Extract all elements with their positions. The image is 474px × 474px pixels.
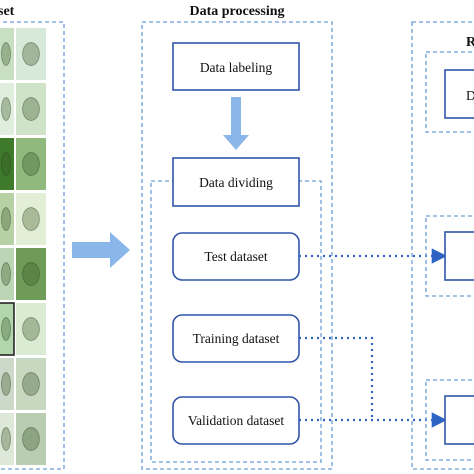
data-labeling-box	[172, 42, 300, 91]
image-circular-cell-organism	[1, 42, 11, 66]
right-panel	[411, 21, 474, 470]
image-tailed-cell-organism	[1, 317, 11, 341]
right-bottom-panel	[425, 379, 474, 461]
image-oval-cell	[0, 358, 14, 410]
right-panel-header: R	[466, 35, 474, 50]
thumbnail-grid	[0, 28, 46, 465]
image-copepod	[16, 413, 46, 465]
training-dataset-label: Training dataset	[193, 331, 280, 346]
training-dataset-connector	[299, 336, 374, 420]
image-leaf-cell-organism	[22, 97, 40, 121]
image-green-chain-organism	[1, 152, 11, 176]
image-circular-cell	[0, 28, 14, 80]
data-dividing-label: Data dividing	[199, 175, 273, 190]
image-leaf-cell	[16, 83, 46, 135]
validation-dataset-label: Validation dataset	[188, 413, 285, 428]
image-stalked-cell	[16, 303, 46, 355]
image-oval-cell-organism	[1, 372, 11, 396]
image-clustered-cells-organism	[22, 152, 40, 176]
processing-panel	[141, 21, 333, 470]
dataset-panel	[0, 21, 65, 470]
image-dense-cell	[16, 248, 46, 300]
image-drop-cell-organism	[1, 427, 11, 451]
image-spiny-cell	[16, 193, 46, 245]
image-round-cell-organism	[22, 42, 40, 66]
right-middle-box	[444, 231, 474, 281]
data-dividing-box	[172, 157, 300, 207]
image-tailed-cell	[0, 303, 14, 355]
image-dark-cell-organism	[1, 207, 11, 231]
highlighted-thumbnail-border	[0, 302, 15, 356]
image-elongated-cell-organism	[1, 97, 11, 121]
image-ring-cells	[16, 358, 46, 410]
image-ring-cells-organism	[22, 372, 40, 396]
image-dense-cell-organism	[22, 262, 40, 286]
right-top-box	[444, 69, 474, 119]
image-green-chain	[0, 138, 14, 190]
data-labeling-label: Data labeling	[200, 60, 273, 75]
dataset-to-processing-arrow	[72, 232, 130, 268]
image-spherical-cell-organism	[1, 262, 11, 286]
image-stalked-cell-organism	[22, 317, 40, 341]
right-middle-panel	[425, 215, 474, 297]
right-top-box-label: D	[466, 88, 474, 103]
processing-panel-header: Data processing	[189, 4, 284, 19]
test-dataset-label: Test dataset	[204, 249, 267, 264]
image-spiny-cell-organism	[22, 207, 40, 231]
right-bottom-box	[444, 395, 474, 445]
image-drop-cell	[0, 413, 14, 465]
image-round-cell	[16, 28, 46, 80]
labeling-to-dividing-arrow	[223, 97, 249, 150]
image-elongated-cell	[0, 83, 14, 135]
image-dark-cell	[0, 193, 14, 245]
image-clustered-cells	[16, 138, 46, 190]
image-spherical-cell	[0, 248, 14, 300]
image-copepod-organism	[22, 427, 40, 451]
dataset-panel-header: set	[0, 4, 15, 19]
right-top-panel	[425, 51, 474, 133]
